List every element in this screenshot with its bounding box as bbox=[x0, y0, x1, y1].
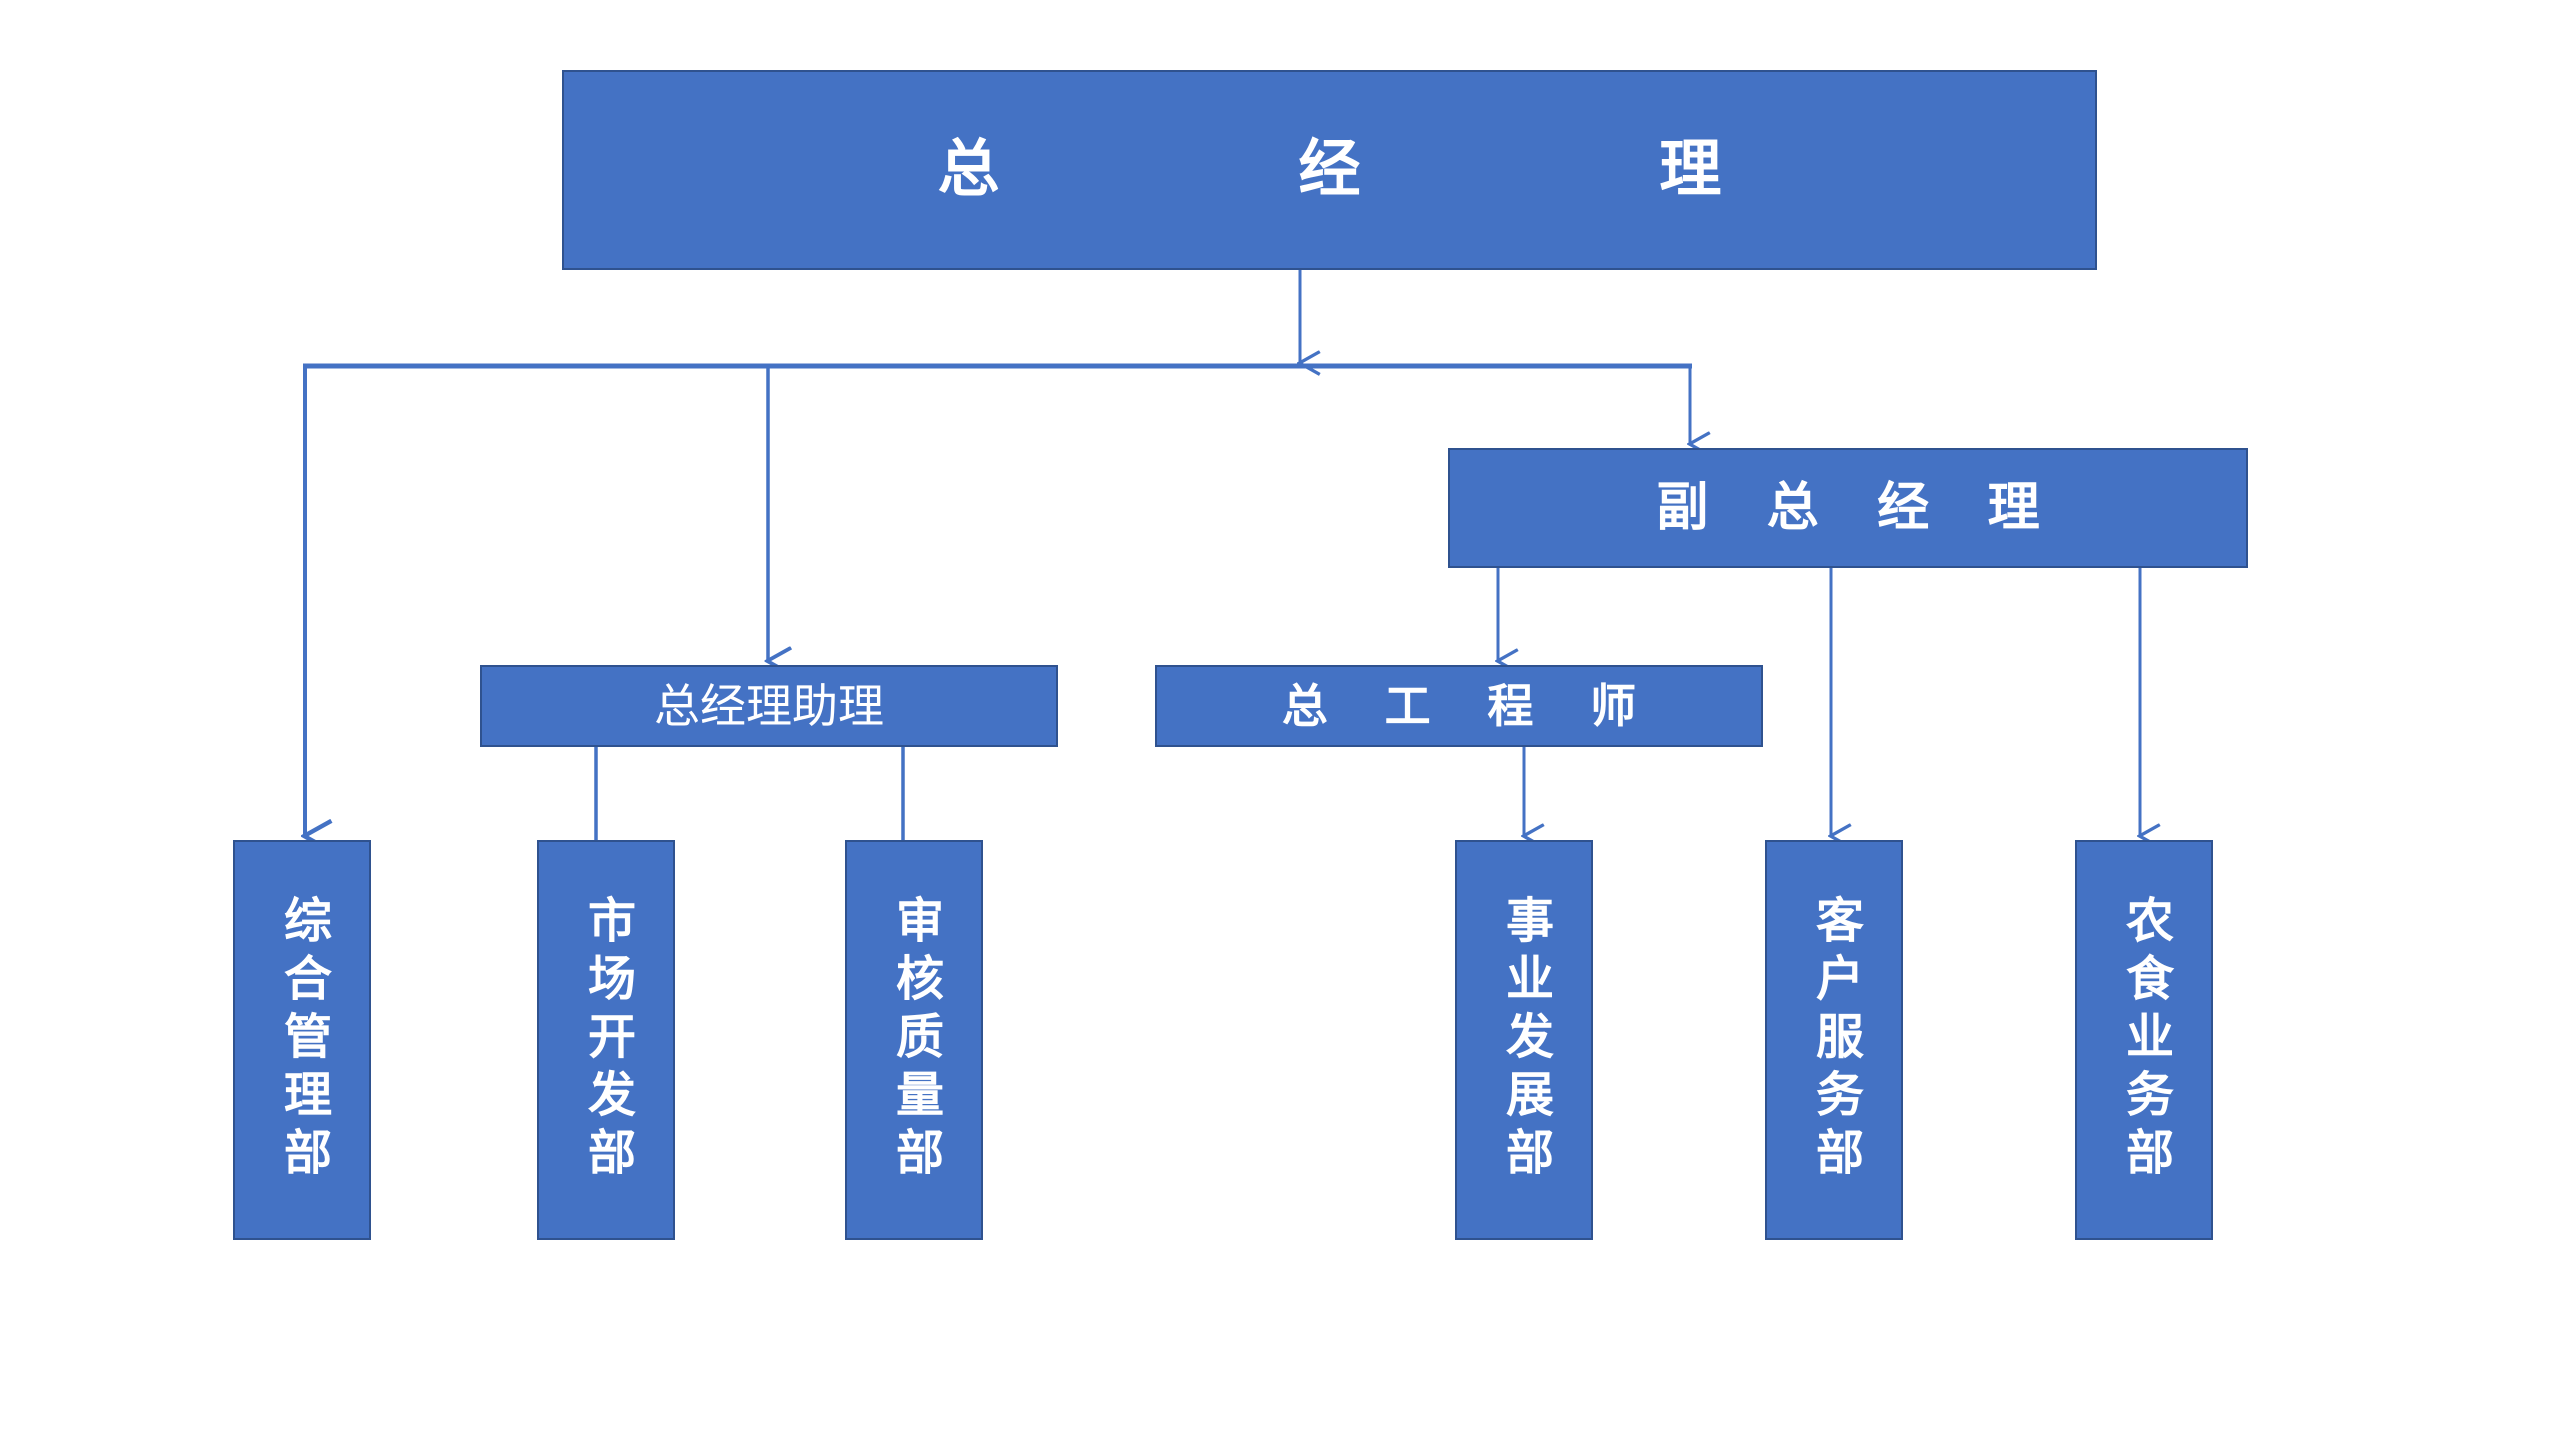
node-deputy-general-manager-label: 副 总 经 理 bbox=[1656, 478, 2062, 537]
node-dept-agri-food-business-label: 农食业务部 bbox=[2118, 895, 2171, 1185]
node-gm-assistant[interactable]: 总经理助理 bbox=[480, 665, 1058, 747]
node-dept-agri-food-business[interactable]: 农食业务部 bbox=[2075, 840, 2213, 1240]
node-general-manager[interactable]: 总 经 理 bbox=[562, 70, 2097, 270]
node-dept-customer-service[interactable]: 客户服务部 bbox=[1765, 840, 1903, 1240]
node-dept-business-development-label: 事业发展部 bbox=[1498, 895, 1551, 1185]
node-general-manager-label: 总 经 理 bbox=[937, 135, 1768, 205]
node-dept-audit-quality-label: 审核质量部 bbox=[888, 895, 941, 1185]
node-chief-engineer[interactable]: 总 工 程 师 bbox=[1155, 665, 1763, 747]
node-dept-business-development[interactable]: 事业发展部 bbox=[1455, 840, 1593, 1240]
node-dept-general-admin-label: 综合管理部 bbox=[276, 895, 329, 1185]
node-dept-market-development-label: 市场开发部 bbox=[580, 895, 633, 1185]
node-deputy-general-manager[interactable]: 副 总 经 理 bbox=[1448, 448, 2248, 568]
node-dept-audit-quality[interactable]: 审核质量部 bbox=[845, 840, 983, 1240]
node-dept-customer-service-label: 客户服务部 bbox=[1808, 895, 1861, 1185]
node-dept-general-admin[interactable]: 综合管理部 bbox=[233, 840, 371, 1240]
node-gm-assistant-label: 总经理助理 bbox=[654, 679, 884, 732]
node-chief-engineer-label: 总 工 程 师 bbox=[1281, 679, 1659, 732]
node-dept-market-development[interactable]: 市场开发部 bbox=[537, 840, 675, 1240]
